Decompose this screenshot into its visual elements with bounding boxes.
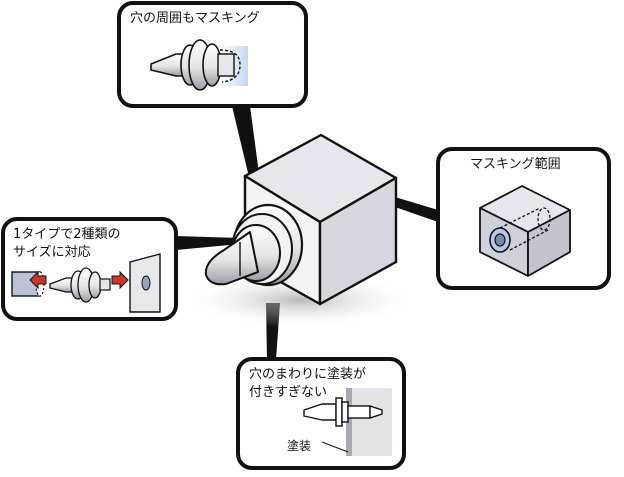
- masking-range-cube: [479, 185, 571, 277]
- arrow-right-icon: [111, 270, 129, 290]
- callout-left-line2: サイズに対応: [13, 244, 91, 260]
- coating-label: 塗装: [287, 438, 311, 453]
- callout-right-title: マスキング範囲: [470, 157, 561, 172]
- arrow-left-icon: [29, 270, 47, 290]
- callout-top: 穴の周囲もマスキング: [117, 1, 308, 108]
- callout-left-line1: 1タイプで2種類の: [13, 226, 121, 242]
- callout-bottom-line1: 穴のまわりに塗装が: [249, 366, 366, 382]
- main-illustration: [180, 133, 420, 328]
- top-plug-illustration: [150, 39, 248, 91]
- left-size-illustration: [11, 253, 161, 313]
- plug-nose: [204, 231, 259, 286]
- pointer-left: [176, 236, 240, 250]
- callout-right: マスキング範囲: [436, 147, 611, 290]
- pointer-right: [395, 197, 438, 222]
- callout-left: 1タイプで2種類の サイズに対応: [1, 217, 178, 321]
- callout-bottom-line2: 付きすぎない: [249, 385, 327, 400]
- cube-shadow: [180, 272, 420, 328]
- cube-right-face: [318, 176, 398, 306]
- callout-bottom: 穴のまわりに塗装が 付きすぎない 塗装: [236, 357, 406, 470]
- callout-top-title: 穴の周囲もマスキング: [130, 11, 260, 26]
- bottom-section-illustration: 塗装: [287, 388, 392, 456]
